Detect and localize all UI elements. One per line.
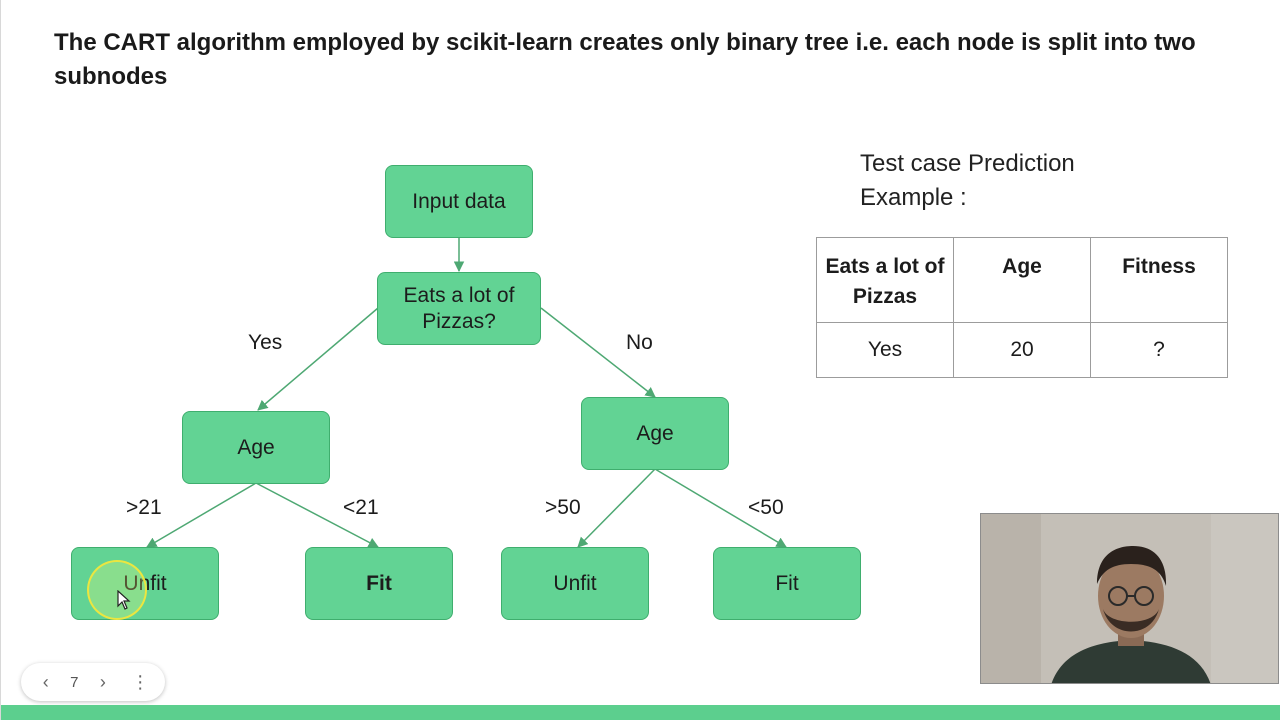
- test-case-caption: Test case Prediction Example :: [860, 147, 1160, 215]
- node-label: Fit: [366, 571, 392, 595]
- webcam-overlay: [980, 513, 1279, 684]
- node-label: Eats a lot of Pizzas?: [403, 283, 515, 333]
- tree-leaf-fit-left: Fit: [305, 547, 453, 620]
- node-label: Age: [237, 435, 275, 459]
- table-cell: ?: [1090, 322, 1228, 378]
- edge-leftage-unfit: [146, 482, 257, 548]
- tree-node-pizza-question: Eats a lot of Pizzas?: [377, 272, 541, 345]
- table-header-cell: Fitness: [1090, 237, 1228, 323]
- tree-leaf-unfit-right: Unfit: [501, 547, 649, 620]
- edge-label-gt50: >50: [545, 496, 581, 519]
- chevron-left-icon[interactable]: ‹: [42, 671, 49, 692]
- edge-label-no: No: [626, 331, 653, 354]
- tree-node-input-data: Input data: [385, 165, 533, 238]
- more-vertical-icon[interactable]: ⋮: [131, 671, 150, 692]
- cursor-highlight: [87, 560, 147, 620]
- table-header-cell: Eats a lot of Pizzas: [816, 237, 954, 323]
- tree-node-age-right: Age: [581, 397, 729, 470]
- table-cell: 20: [953, 322, 1091, 378]
- node-label: Unfit: [553, 571, 597, 595]
- tree-leaf-fit-right: Fit: [713, 547, 861, 620]
- tree-node-age-left: Age: [182, 411, 330, 484]
- table-header-cell: Age: [953, 237, 1091, 323]
- test-case-table: Eats a lot of Pizzas Age Fitness Yes 20 …: [816, 237, 1228, 378]
- edge-label-yes: Yes: [248, 331, 283, 354]
- table-header-row: Eats a lot of Pizzas Age Fitness: [816, 237, 1228, 323]
- chevron-right-icon[interactable]: ›: [99, 671, 106, 692]
- table-cell: Yes: [816, 322, 954, 378]
- table-row: Yes 20 ?: [816, 322, 1228, 378]
- presenter-video: [981, 514, 1278, 683]
- node-label: Fit: [775, 571, 799, 595]
- test-case-caption-line1: Test case Prediction: [860, 150, 1075, 177]
- edge-rightage-unfit: [577, 468, 656, 548]
- edge-label-lt50: <50: [748, 496, 784, 519]
- page-number: 7: [70, 673, 79, 691]
- node-label: Age: [636, 421, 674, 445]
- test-case-caption-line2: Example :: [860, 184, 967, 211]
- mouse-pointer-icon: [117, 590, 131, 610]
- slide-title: The CART algorithm employed by scikit-le…: [54, 29, 1196, 90]
- edge-label-lt21: <21: [343, 496, 379, 519]
- slide-pager: ‹ 7 › ⋮: [21, 663, 165, 701]
- edge-label-gt21: >21: [126, 496, 162, 519]
- edge-question-left: [257, 307, 379, 411]
- node-label: Input data: [412, 189, 506, 213]
- bottom-accent-bar: [1, 705, 1280, 720]
